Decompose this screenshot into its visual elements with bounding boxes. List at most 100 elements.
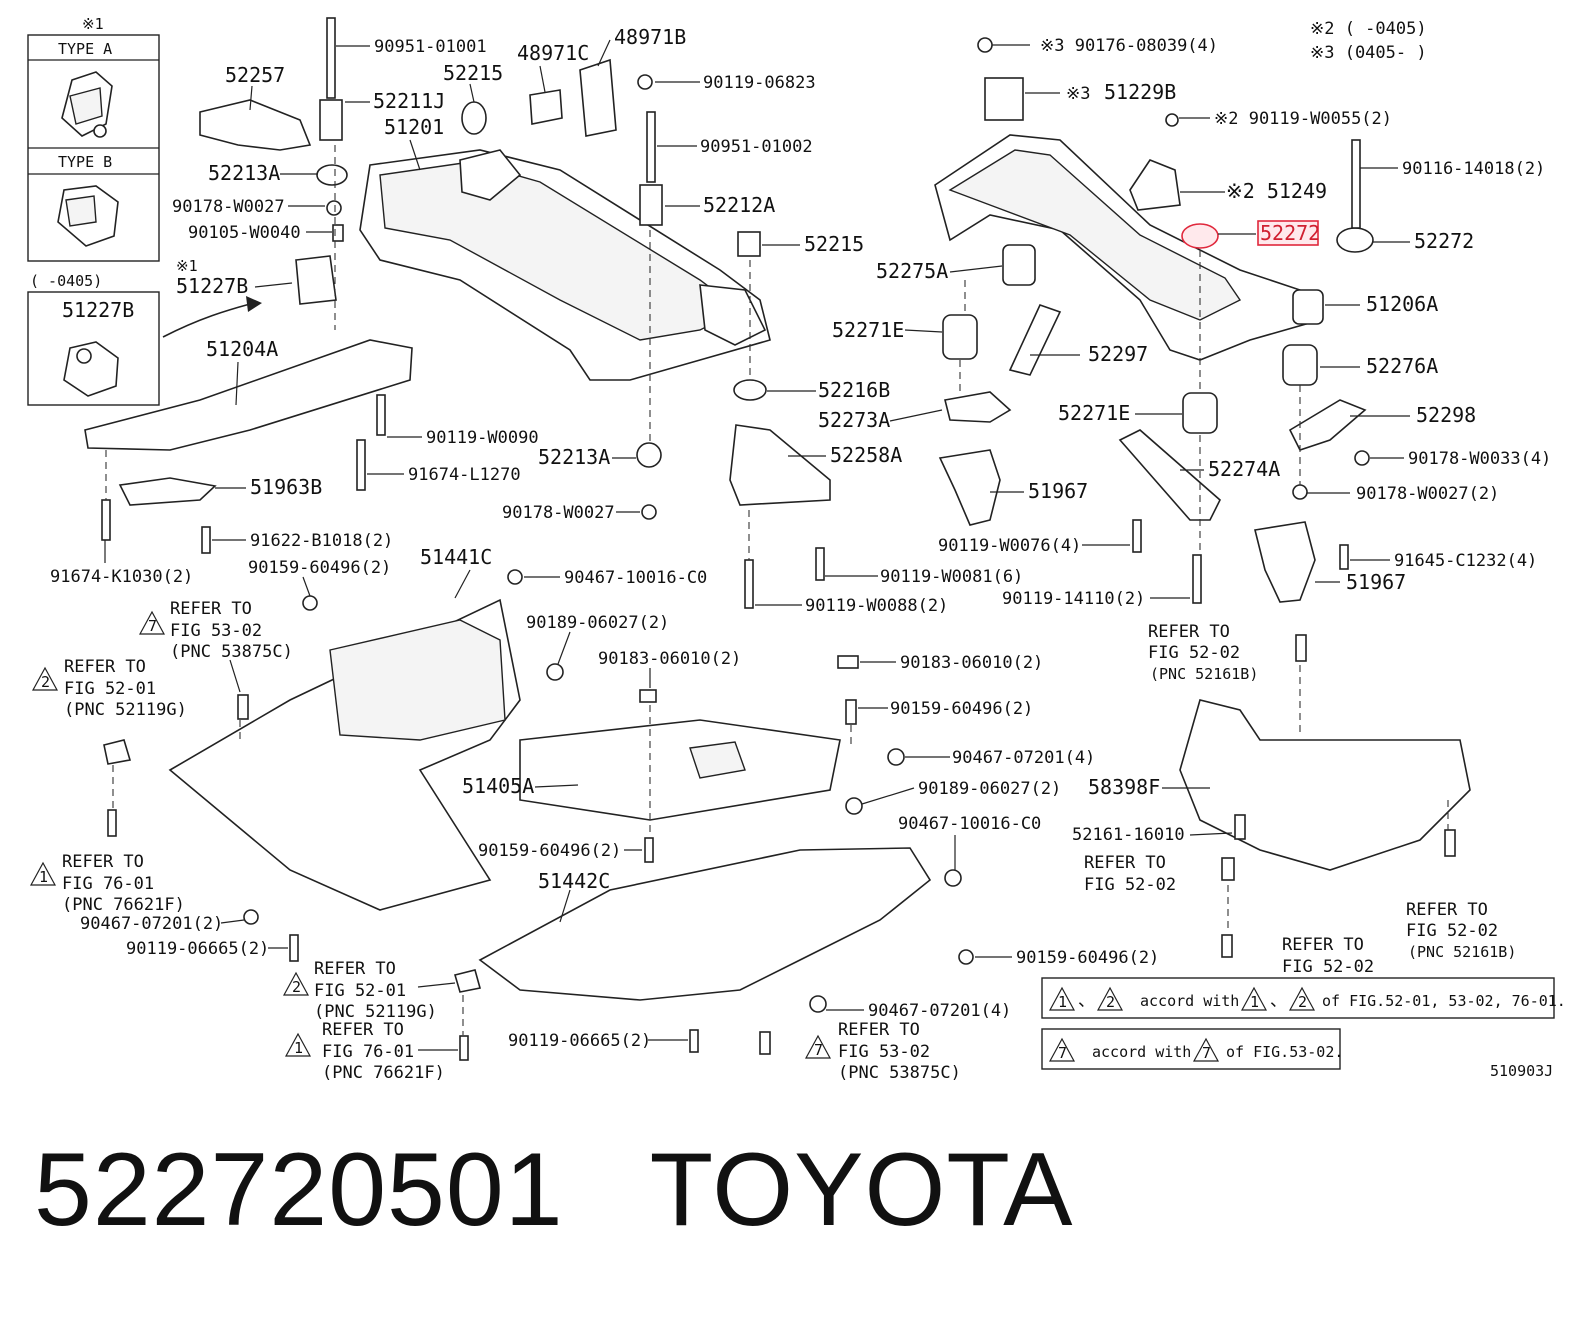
- part-label: 90467-07201(4): [952, 748, 1095, 768]
- svg-text:7: 7: [148, 617, 157, 635]
- bracket-52297: [1008, 304, 1062, 376]
- inset-part-label: 51227B: [62, 298, 134, 322]
- clip-76621F-a: [107, 809, 117, 837]
- clip-52161B-b: [1444, 829, 1456, 857]
- refer-line: (PNC 52161B): [1408, 943, 1516, 961]
- part-label: 90159-60496(2): [478, 841, 621, 861]
- bushing-51229B: [984, 77, 1024, 121]
- part-label: 90178-W0033(4): [1408, 449, 1551, 469]
- mount-51227B: [295, 255, 337, 305]
- bolt-91674-K1030: [101, 499, 111, 541]
- caption-brand: TOYOTA: [649, 1132, 1074, 1248]
- part-label: 52272: [1414, 229, 1474, 253]
- refer-line: (PNC 76621F): [322, 1063, 445, 1083]
- refer-line: REFER TO: [314, 959, 396, 979]
- part-label: 90183-06010(2): [598, 649, 741, 669]
- part-labels-front: 90951-01001 48971C 48971B 52257 52215 52…: [50, 25, 1023, 633]
- part-label: 91674-K1030(2): [50, 567, 193, 587]
- refer-line: (PNC 76621F): [62, 895, 185, 915]
- part-label: 51206A: [1366, 292, 1438, 316]
- part-label: 90116-14018(2): [1402, 159, 1545, 179]
- clip-90467-10016-a: [507, 569, 523, 585]
- refer-line: FIG 52-02: [1084, 875, 1176, 895]
- part-label: 52257: [225, 63, 285, 87]
- type-box-group: ※1 TYPE A TYPE B ( -0405) 51227B: [27, 15, 262, 406]
- part-label: 51405A: [462, 774, 534, 798]
- part-label: 90189-06027(2): [918, 779, 1061, 799]
- stopper-52213A-b: [636, 442, 662, 468]
- part-label: 51204A: [206, 337, 278, 361]
- part-label: 90159-60496(2): [1016, 948, 1159, 968]
- clip-90189-b: [845, 797, 863, 815]
- refer-line: REFER TO: [1084, 853, 1166, 873]
- legend-tail: of FIG.53-02.: [1226, 1043, 1343, 1061]
- inset-mount-drawing: [63, 341, 119, 397]
- brace-52258A-drawing: [729, 424, 831, 506]
- refer-line: REFER TO: [64, 657, 146, 677]
- part-label: 51201: [384, 115, 444, 139]
- part-label: 52213A: [208, 161, 280, 185]
- triangle-mark: [138, 610, 166, 635]
- bushing-51206A: [1292, 289, 1324, 325]
- part-label: ※2 90119-W0055(2): [1214, 109, 1392, 129]
- leader-lines: [104, 39, 1410, 1051]
- part-label: 90183-06010(2): [900, 653, 1043, 673]
- part-label: 90178-W0027: [502, 503, 615, 523]
- clip-90467-07201-a: [243, 909, 259, 925]
- clip-90467-07201-c: [809, 995, 827, 1013]
- bushing-52215-b: [737, 231, 761, 257]
- refer-line: REFER TO: [1406, 900, 1488, 920]
- screw-90119-06665-b: [689, 1029, 699, 1053]
- part-label: 52212A: [703, 193, 775, 217]
- svg-text:1: 1: [1250, 993, 1259, 1011]
- clip-90159-d: [644, 837, 654, 863]
- clip-52-02-b: [1221, 934, 1233, 958]
- refer-line: (PNC 53875C): [170, 642, 293, 662]
- bolt-91645-C1232: [1339, 544, 1349, 570]
- clip-90189-a: [546, 663, 564, 681]
- cover-51405A-drawing: [519, 719, 841, 821]
- part-label: 51229B: [1104, 80, 1176, 104]
- highlighted-part-label: 52272: [1260, 221, 1320, 245]
- refer-line: REFER TO: [170, 599, 252, 619]
- stopper-52213A-a: [316, 164, 348, 186]
- bushing-52275A: [1002, 244, 1036, 286]
- nut-90178-W0027: [1292, 484, 1308, 500]
- part-label: 90467-07201(4): [868, 1001, 1011, 1021]
- part-label: 51967: [1028, 479, 1088, 503]
- refer-line: REFER TO: [1148, 622, 1230, 642]
- cover-58398F-drawing: [1179, 699, 1471, 871]
- part-label: ※2 51249: [1226, 179, 1327, 203]
- refer-line: FIG 52-02: [1282, 957, 1374, 977]
- parts-diagram: ※1 TYPE A TYPE B ( -0405) 51227B: [27, 15, 1566, 1083]
- part-label: 90467-10016-C0: [898, 814, 1041, 834]
- part-label: 51227B: [176, 274, 248, 298]
- bushing-52271E-b: [1182, 392, 1218, 434]
- bracket-51967-a: [938, 449, 1001, 526]
- part-label: 52298: [1416, 403, 1476, 427]
- part-labels-rear: ※3 90176-08039(4) ※3 51229B ※2 90119-W00…: [832, 36, 1551, 845]
- refer-line: (PNC 53875C): [838, 1063, 961, 1083]
- part-label: 90119-06665(2): [508, 1031, 651, 1051]
- refer-line: FIG 53-02: [838, 1042, 930, 1062]
- refer-line: REFER TO: [1282, 935, 1364, 955]
- bracket-52257-drawing: [199, 99, 312, 151]
- caption-part-number: 522720501: [34, 1132, 564, 1248]
- bolt-90119-W0055: [1165, 113, 1179, 127]
- plate-52216B: [733, 379, 767, 401]
- front-crossmember-group: [84, 17, 831, 609]
- type-b-label: TYPE B: [58, 153, 112, 171]
- part-label: 90189-06027(2): [526, 613, 669, 633]
- refer-line: FIG 52-01: [64, 679, 156, 699]
- part-label: 90119-W0076(4): [938, 536, 1081, 556]
- part-label: 51967: [1346, 570, 1406, 594]
- refer-line: FIG 76-01: [322, 1042, 414, 1062]
- svg-text:、: 、: [1270, 991, 1287, 1011]
- legend-box-2: [1041, 1028, 1341, 1070]
- refer-blocks: 7 REFER TO FIG 53-02 (PNC 53875C) 2 REFE…: [29, 599, 1516, 1083]
- bushing-52276A: [1282, 344, 1318, 386]
- part-label: ※3: [1066, 84, 1090, 104]
- part-label: 52211J: [373, 89, 445, 113]
- part-label: 48971B: [614, 25, 686, 49]
